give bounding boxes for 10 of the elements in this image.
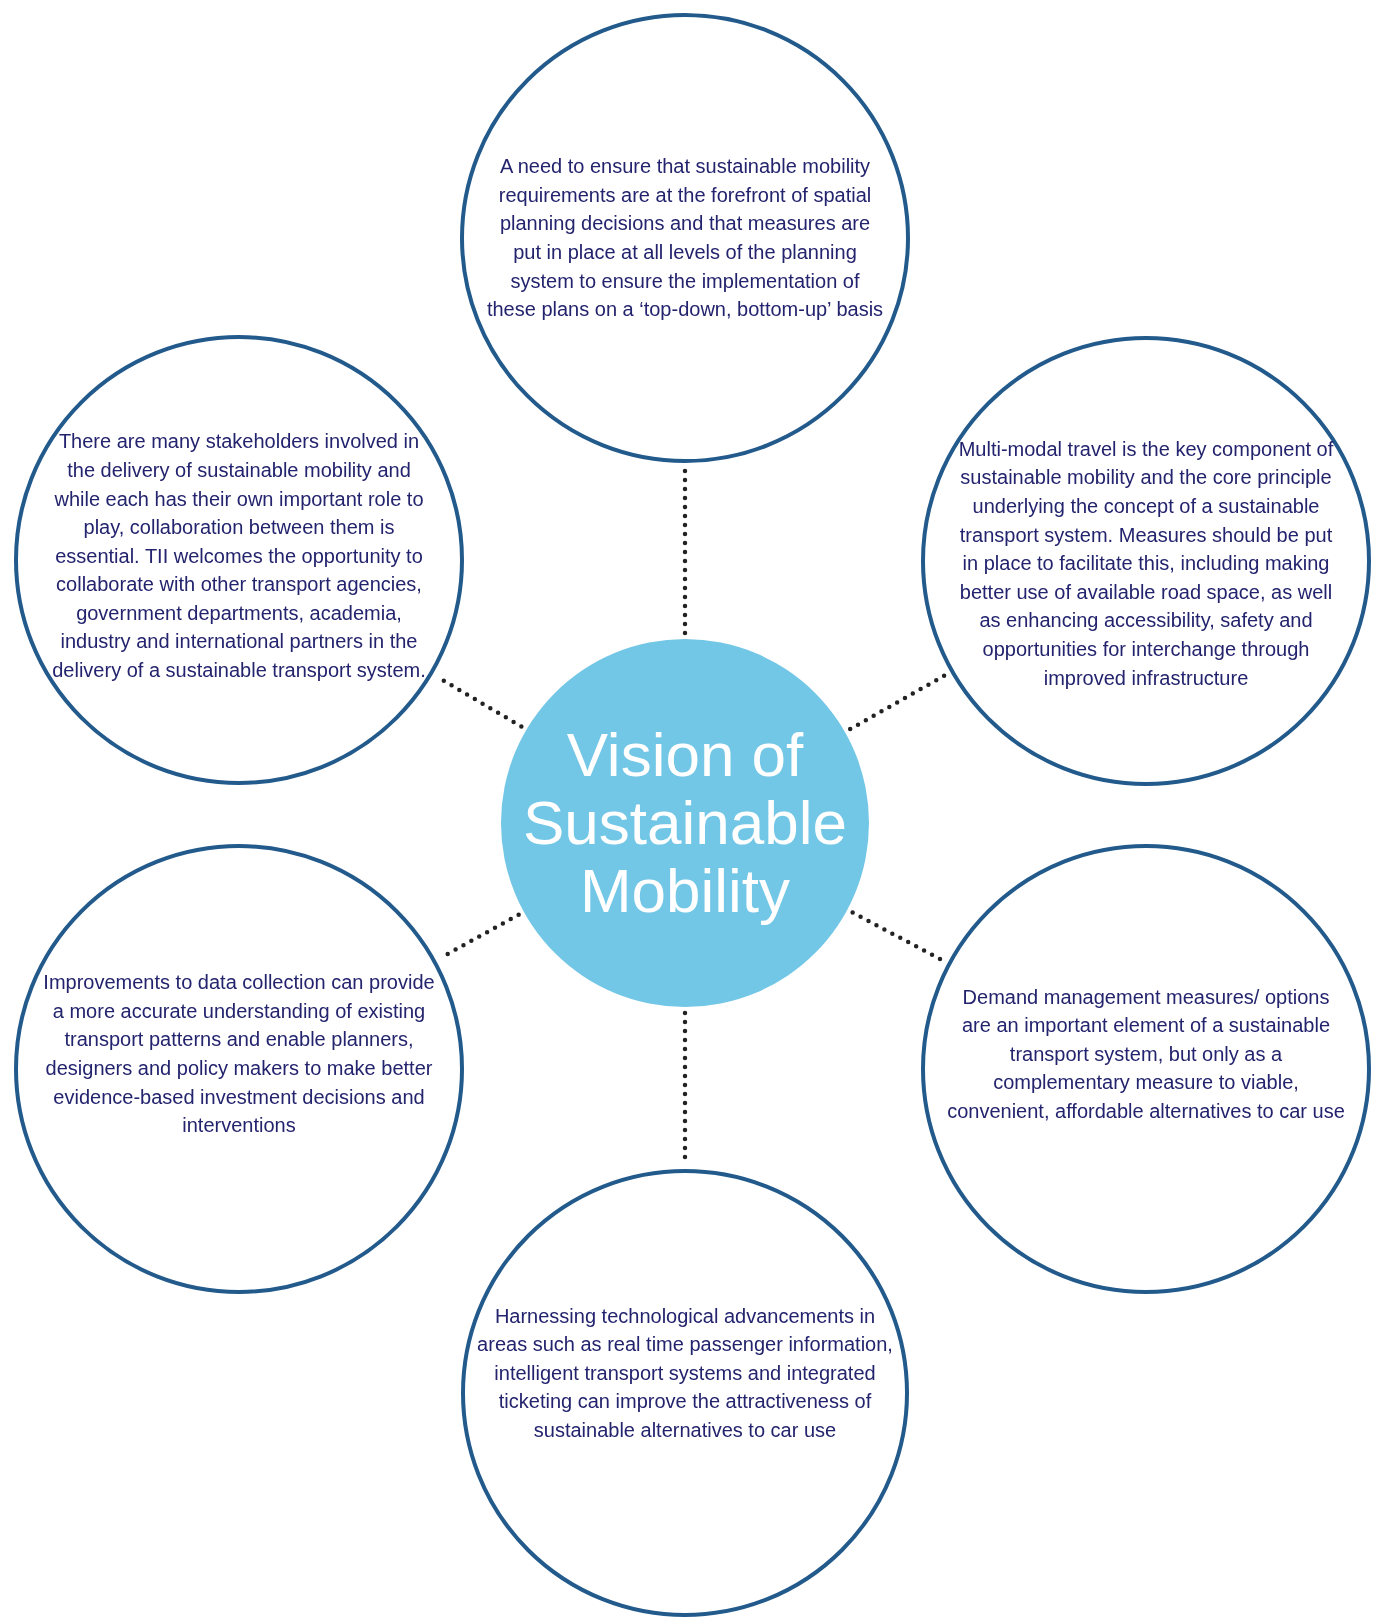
circle-text: Improvements to data collection can provide a more accurate understanding of existing transport patterns and enable planners, designers and policy makers to make better evidence-based investment decisions and interventions: [42, 970, 436, 1139]
circle-text: A need to ensure that sustainable mobility requirements are at the forefront of spatial planning decisions and that measures are put in place at all levels of the planning system to ensure the implementation of these plans on a ‘top-down, bottom-up’ basis: [485, 154, 885, 323]
central-title: Vision of Sustainable Mobility: [523, 721, 847, 925]
circle-text: Demand management measures/ options are an important element of a sustainable transport system, but only as a complementary measure to viable, convenient, affordable alternatives to car use: [946, 984, 1346, 1124]
circle-text: There are many stakeholders involved in the delivery of sustainable mobility and while each has their own important role to play, collaboration between them is essential. TII welcomes the opportunity to collaborate with other transport agencies, government departments, academia, industry and international partners in the delivery of a sustainable transport system.: [51, 429, 427, 684]
dotted-connector: [850, 910, 945, 963]
dotted-connector: [847, 672, 948, 732]
dotted-connector: [682, 466, 688, 636]
circle-text: Harnessing technological advancements in areas such as real time passenger information, intelligent transport systems and integrated ticketing can improve the attractiveness of sustainable alternatives to car use: [476, 1303, 894, 1443]
circle-text: Multi-modal travel is the key component of sustainable mobility and the core principle underlying the concept of a sustainable transport system. Measures should be put in place to facilitate this, including making better use of available road space, as well as enhancing accessibility, safety and opportunities for interchange through improved infrastructure: [958, 436, 1334, 691]
